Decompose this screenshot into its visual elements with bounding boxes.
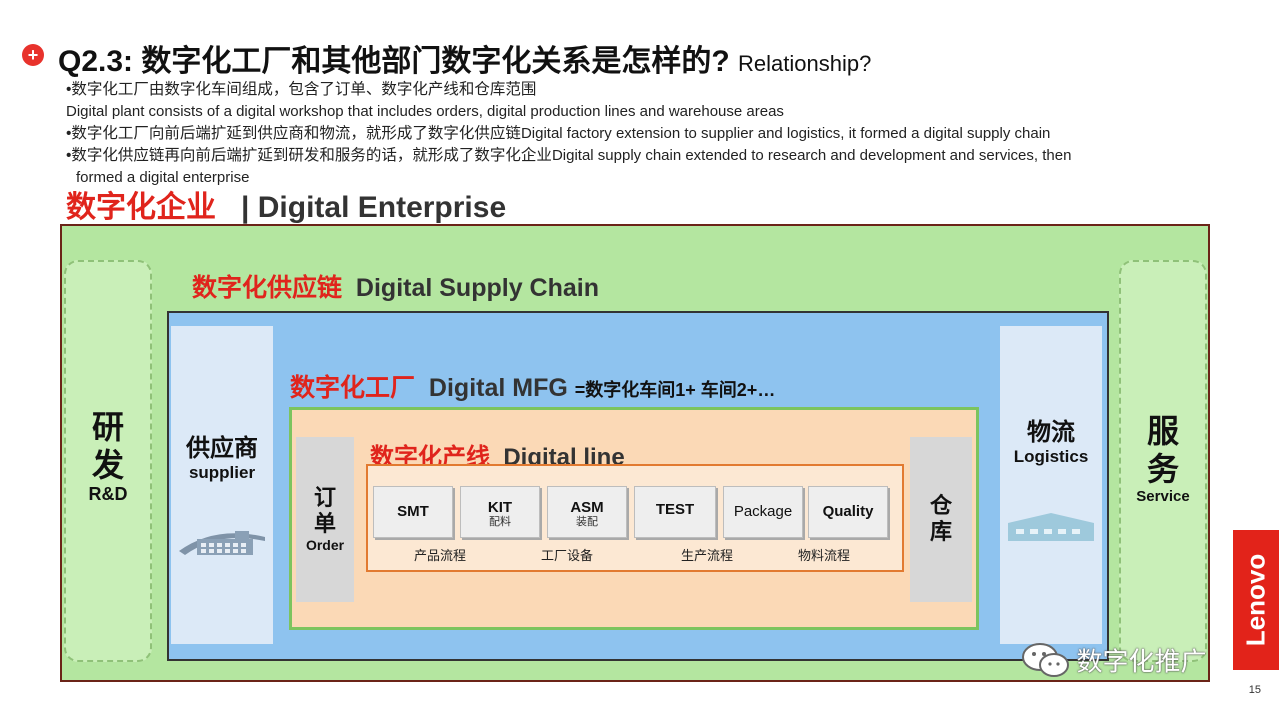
supply-chain-en: Digital Supply Chain bbox=[355, 274, 599, 302]
brand-text: Lenovo bbox=[1240, 553, 1271, 647]
enterprise-cn: 数字化企业 bbox=[66, 191, 216, 224]
title-cn: Q2.3: 数字化工厂和其他部门数字化关系是怎样的? bbox=[58, 45, 730, 78]
warehouse-panel: 仓 库 bbox=[910, 437, 972, 602]
step-asm: ASM 装配 bbox=[547, 486, 627, 538]
flow-label: 工厂设备 bbox=[541, 548, 594, 563]
step-label: Package bbox=[733, 503, 793, 520]
step-quality: Quality bbox=[808, 486, 888, 538]
title-en: Relationship? bbox=[738, 51, 872, 76]
step-label: TEST bbox=[655, 501, 695, 518]
step-label: Quality bbox=[822, 503, 874, 520]
rd-cn-1: 研 bbox=[91, 409, 124, 445]
step-label: SMT bbox=[397, 503, 429, 520]
step-test: TEST bbox=[634, 486, 716, 538]
bullet-line: •数字化供应链再向前后端扩延到研发和服务的话，就形成了数字化企业Digital … bbox=[66, 145, 1226, 167]
supplier-cn: 供应商 bbox=[186, 435, 258, 462]
step-kit: KIT 配料 bbox=[460, 486, 540, 538]
logistics-en: Logistics bbox=[1013, 447, 1089, 466]
step-package: Package bbox=[723, 486, 803, 538]
step-label: KIT bbox=[487, 499, 513, 516]
order-cn-2: 单 bbox=[313, 511, 336, 536]
supply-chain-cn: 数字化供应链 bbox=[192, 274, 343, 302]
flow-label: 生产流程 bbox=[681, 548, 734, 563]
bullet-cn: •数字化供应链再向前后端扩延到研发和服务的话，就形成了数字化企业 bbox=[66, 147, 552, 164]
step-smt: SMT bbox=[373, 486, 453, 538]
step-sub: 装配 bbox=[576, 516, 598, 528]
step-label: ASM bbox=[570, 499, 604, 516]
rd-panel: 研 发 R&D bbox=[64, 260, 152, 662]
rd-cn-2: 发 bbox=[91, 447, 124, 483]
order-panel: 订 单 Order bbox=[296, 437, 354, 602]
rd-en: R&D bbox=[88, 484, 128, 504]
bullet-line: formed a digital enterprise bbox=[66, 167, 1226, 189]
bullet-en: Digital plant consists of a digital work… bbox=[66, 103, 784, 120]
mfg-en: Digital MFG bbox=[428, 374, 568, 402]
logistics-panel: 物流 Logistics bbox=[1000, 326, 1102, 644]
plus-circle-icon: + bbox=[22, 44, 44, 66]
mfg-suffix: =数字化车间1+ 车间2+… bbox=[574, 380, 776, 400]
logistics-cn: 物流 bbox=[1027, 419, 1075, 446]
order-en: Order bbox=[305, 537, 345, 553]
building-icon bbox=[179, 531, 265, 555]
service-panel: 服 务 Service bbox=[1119, 260, 1207, 662]
watermark: 数字化推广 bbox=[1020, 640, 1206, 680]
page-title: Q2.3: 数字化工厂和其他部门数字化关系是怎样的? Relationship? bbox=[58, 36, 871, 80]
warehouse-cn-1: 仓 bbox=[929, 493, 952, 518]
mfg-cn: 数字化工厂 bbox=[290, 374, 416, 402]
step-sub: 配料 bbox=[489, 516, 511, 528]
wechat-icon bbox=[1022, 643, 1069, 677]
mfg-heading: 数字化工厂 Digital MFG =数字化车间1+ 车间2+… bbox=[290, 368, 775, 404]
enterprise-heading: 数字化企业 | Digital Enterprise bbox=[66, 182, 506, 226]
flow-label: 物料流程 bbox=[798, 548, 851, 563]
supplier-en: supplier bbox=[188, 463, 256, 482]
supply-chain-heading: 数字化供应链 Digital Supply Chain bbox=[192, 268, 599, 304]
order-cn-1: 订 bbox=[313, 485, 336, 510]
bullet-cn: •数字化工厂由数字化车间组成，包含了订单、数字化产线和仓库范围 bbox=[66, 81, 537, 98]
bullet-en: Digital supply chain extended to researc… bbox=[551, 147, 1072, 164]
bullet-line: Digital plant consists of a digital work… bbox=[66, 101, 1226, 123]
enterprise-en: | Digital Enterprise bbox=[241, 191, 507, 224]
warehouse-icon bbox=[1008, 513, 1094, 541]
bullet-en: Digital factory extension to supplier an… bbox=[520, 125, 1051, 142]
bullet-cn: •数字化工厂向前后端扩延到供应商和物流，就形成了数字化供应链 bbox=[66, 125, 521, 142]
page-number: 15 bbox=[1248, 684, 1261, 696]
warehouse-cn-2: 库 bbox=[929, 519, 952, 544]
service-en: Service bbox=[1136, 488, 1190, 505]
bullet-line: •数字化工厂由数字化车间组成，包含了订单、数字化产线和仓库范围 bbox=[66, 79, 1226, 101]
flow-label: 产品流程 bbox=[414, 548, 467, 563]
bullet-line: •数字化工厂向前后端扩延到供应商和物流，就形成了数字化供应链Digital fa… bbox=[66, 123, 1226, 145]
watermark-text: 数字化推广 bbox=[1076, 646, 1207, 677]
bullet-list: •数字化工厂由数字化车间组成，包含了订单、数字化产线和仓库范围 Digital … bbox=[66, 79, 1226, 189]
service-cn-2: 务 bbox=[1146, 451, 1179, 487]
supplier-panel: 供应商 supplier bbox=[171, 326, 273, 644]
bullet-en: formed a digital enterprise bbox=[76, 169, 250, 186]
lenovo-logo: Lenovo bbox=[1233, 530, 1279, 670]
service-cn-1: 服 bbox=[1146, 413, 1179, 449]
